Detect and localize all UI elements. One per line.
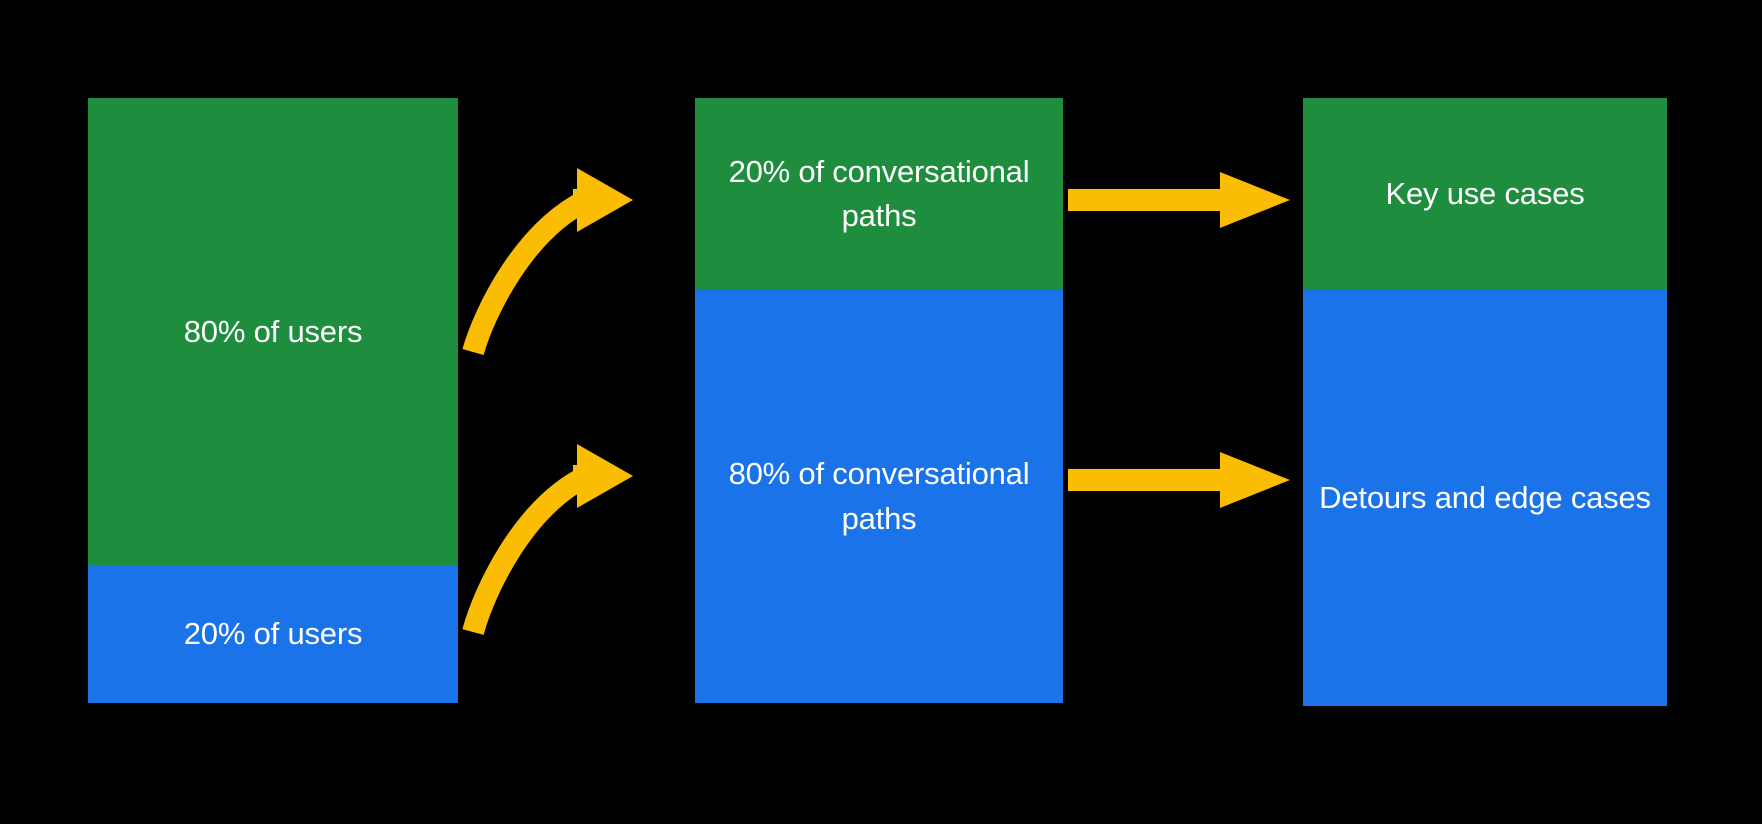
segment-label: 80% of conversational paths xyxy=(728,456,1030,536)
segment-label: 80% of users xyxy=(183,313,363,349)
segment-users-minority: 20% of users xyxy=(88,566,458,703)
segment-outcome-key-use-cases: Key use cases xyxy=(1303,98,1667,290)
segment-label: 20% of conversational paths xyxy=(728,153,1030,233)
users-column: 80% of users 20% of users xyxy=(88,98,458,703)
segment-label: 20% of users xyxy=(183,616,363,652)
segment-paths-minority: 20% of conversational paths xyxy=(695,98,1063,290)
straight-arrow-bottom-icon xyxy=(1068,452,1290,508)
outcomes-column: Key use cases Detours and edge cases xyxy=(1303,98,1667,706)
conversational-paths-column: 20% of conversational paths 80% of conve… xyxy=(695,98,1063,703)
segment-label: Key use cases xyxy=(1385,175,1585,211)
segment-users-majority: 80% of users xyxy=(88,98,458,566)
segment-label: Detours and edge cases xyxy=(1319,479,1651,515)
segment-outcome-detours: Detours and edge cases xyxy=(1303,290,1667,706)
curved-arrow-top-icon xyxy=(462,168,633,356)
straight-arrow-top-icon xyxy=(1068,172,1290,228)
curved-arrow-bottom-icon xyxy=(462,444,633,636)
segment-paths-majority: 80% of conversational paths xyxy=(695,290,1063,703)
